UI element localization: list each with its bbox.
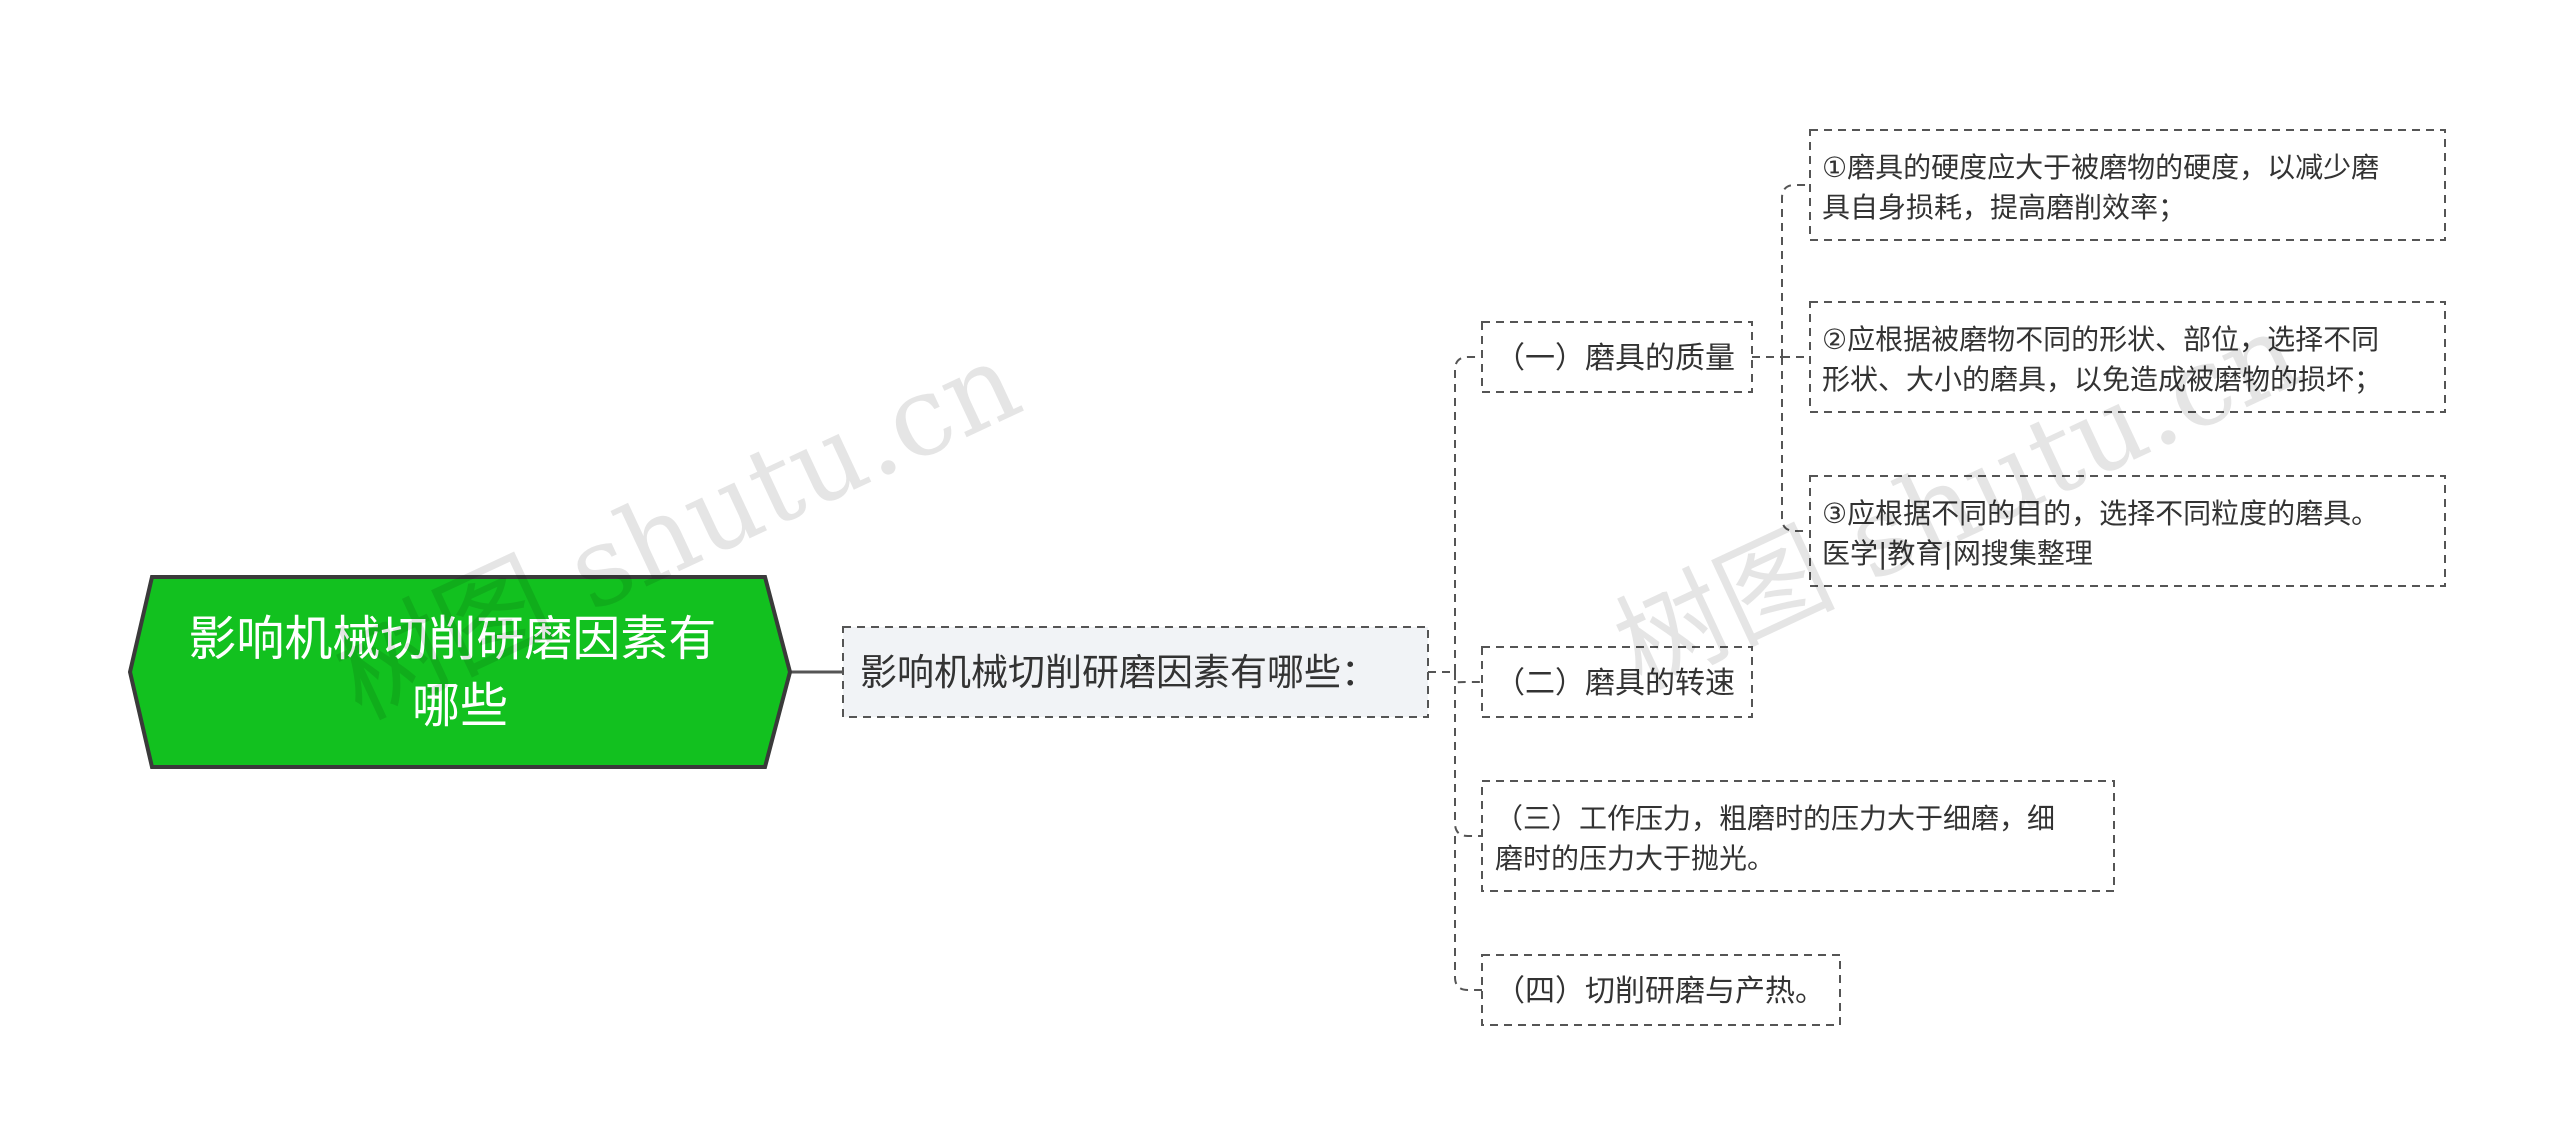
branch-3-line-1: （三）工作压力，粗磨时的压力大于细磨，细 (1495, 802, 2055, 835)
branch-1-box (1481, 321, 1753, 393)
branch-1-label: （一）磨具的质量 (1495, 341, 1735, 376)
connector-hub-branch-1 (1428, 356, 1482, 673)
hub-node[interactable]: 影响机械切削研磨因素有哪些： (842, 626, 1429, 718)
branch-2-label: （二）磨具的转速 (1495, 666, 1735, 701)
branch-1-child-1-line-2: 具自身损耗，提高磨削效率； (1822, 191, 2186, 224)
branch-1-child-1-line-1: ①磨具的硬度应大于被磨物的硬度，以减少磨 (1822, 151, 2379, 184)
connector-hub-branch-2 (1454, 672, 1482, 684)
branch-1-child-3-line-1: ③应根据不同的目的，选择不同粒度的磨具。 (1822, 497, 2379, 530)
branch-1-child-2[interactable]: ②应根据被磨物不同的形状、部位，选择不同 形状、大小的磨具，以免造成被磨物的损坏… (1809, 301, 2446, 413)
connector-hub-branch-3 (1454, 672, 1482, 837)
branch-3-box (1481, 780, 2115, 892)
branch-4-box (1481, 954, 1841, 1026)
branch-3[interactable]: （三）工作压力，粗磨时的压力大于细磨，细 磨时的压力大于抛光。 (1481, 780, 2115, 892)
branch-2[interactable]: （二）磨具的转速 (1481, 646, 1753, 718)
branch-3-line-2: 磨时的压力大于抛光。 (1495, 842, 1775, 875)
branch-4-label: （四）切削研磨与产热。 (1495, 974, 1825, 1009)
branch-1-child-1-box (1809, 129, 2446, 241)
hub-node-label: 影响机械切削研磨因素有哪些： (860, 651, 1378, 694)
branch-4[interactable]: （四）切削研磨与产热。 (1481, 954, 1841, 1026)
branch-1-child-3-line-2: 医学|教育|网搜集整理 (1822, 537, 2093, 570)
root-node-line-2: 哪些 (412, 678, 508, 734)
branch-1-child-2-line-2: 形状、大小的磨具，以免造成被磨物的损坏； (1822, 363, 2382, 396)
branch-3-text: （三）工作压力，粗磨时的压力大于细磨，细 磨时的压力大于抛光。 (1495, 802, 2064, 875)
branch-1-child-3-text: ③应根据不同的目的，选择不同粒度的磨具。 医学|教育|网搜集整理 (1822, 497, 2388, 570)
branch-1-child-3-box (1809, 475, 2446, 587)
branch-1-child-2-box (1809, 301, 2446, 413)
connector-branch1-child-1 (1752, 184, 1810, 358)
connectors (790, 184, 1810, 991)
hub-node-box (842, 626, 1429, 718)
branch-1[interactable]: （一）磨具的质量 (1481, 321, 1753, 393)
root-node-line-1: 影响机械切削研磨因素有 (188, 611, 716, 667)
branch-1-child-3[interactable]: ③应根据不同的目的，选择不同粒度的磨具。 医学|教育|网搜集整理 (1809, 475, 2446, 587)
connector-hub-branch-4 (1454, 836, 1482, 991)
root-node-shape (127, 575, 793, 769)
connector-branch1-child-3 (1781, 357, 1810, 532)
branch-1-child-1[interactable]: ①磨具的硬度应大于被磨物的硬度，以减少磨 具自身损耗，提高磨削效率； (1809, 129, 2446, 241)
branch-1-child-1-text: ①磨具的硬度应大于被磨物的硬度，以减少磨 具自身损耗，提高磨削效率； (1822, 151, 2388, 224)
branch-2-box (1481, 646, 1753, 718)
root-node-title: 影响机械切削研磨因素有 哪些 (188, 611, 731, 734)
root-node[interactable]: 影响机械切削研磨因素有 哪些 (127, 575, 793, 769)
branch-1-child-2-line-1: ②应根据被磨物不同的形状、部位，选择不同 (1822, 323, 2379, 356)
branch-1-child-2-text: ②应根据被磨物不同的形状、部位，选择不同 形状、大小的磨具，以免造成被磨物的损坏… (1822, 323, 2388, 396)
